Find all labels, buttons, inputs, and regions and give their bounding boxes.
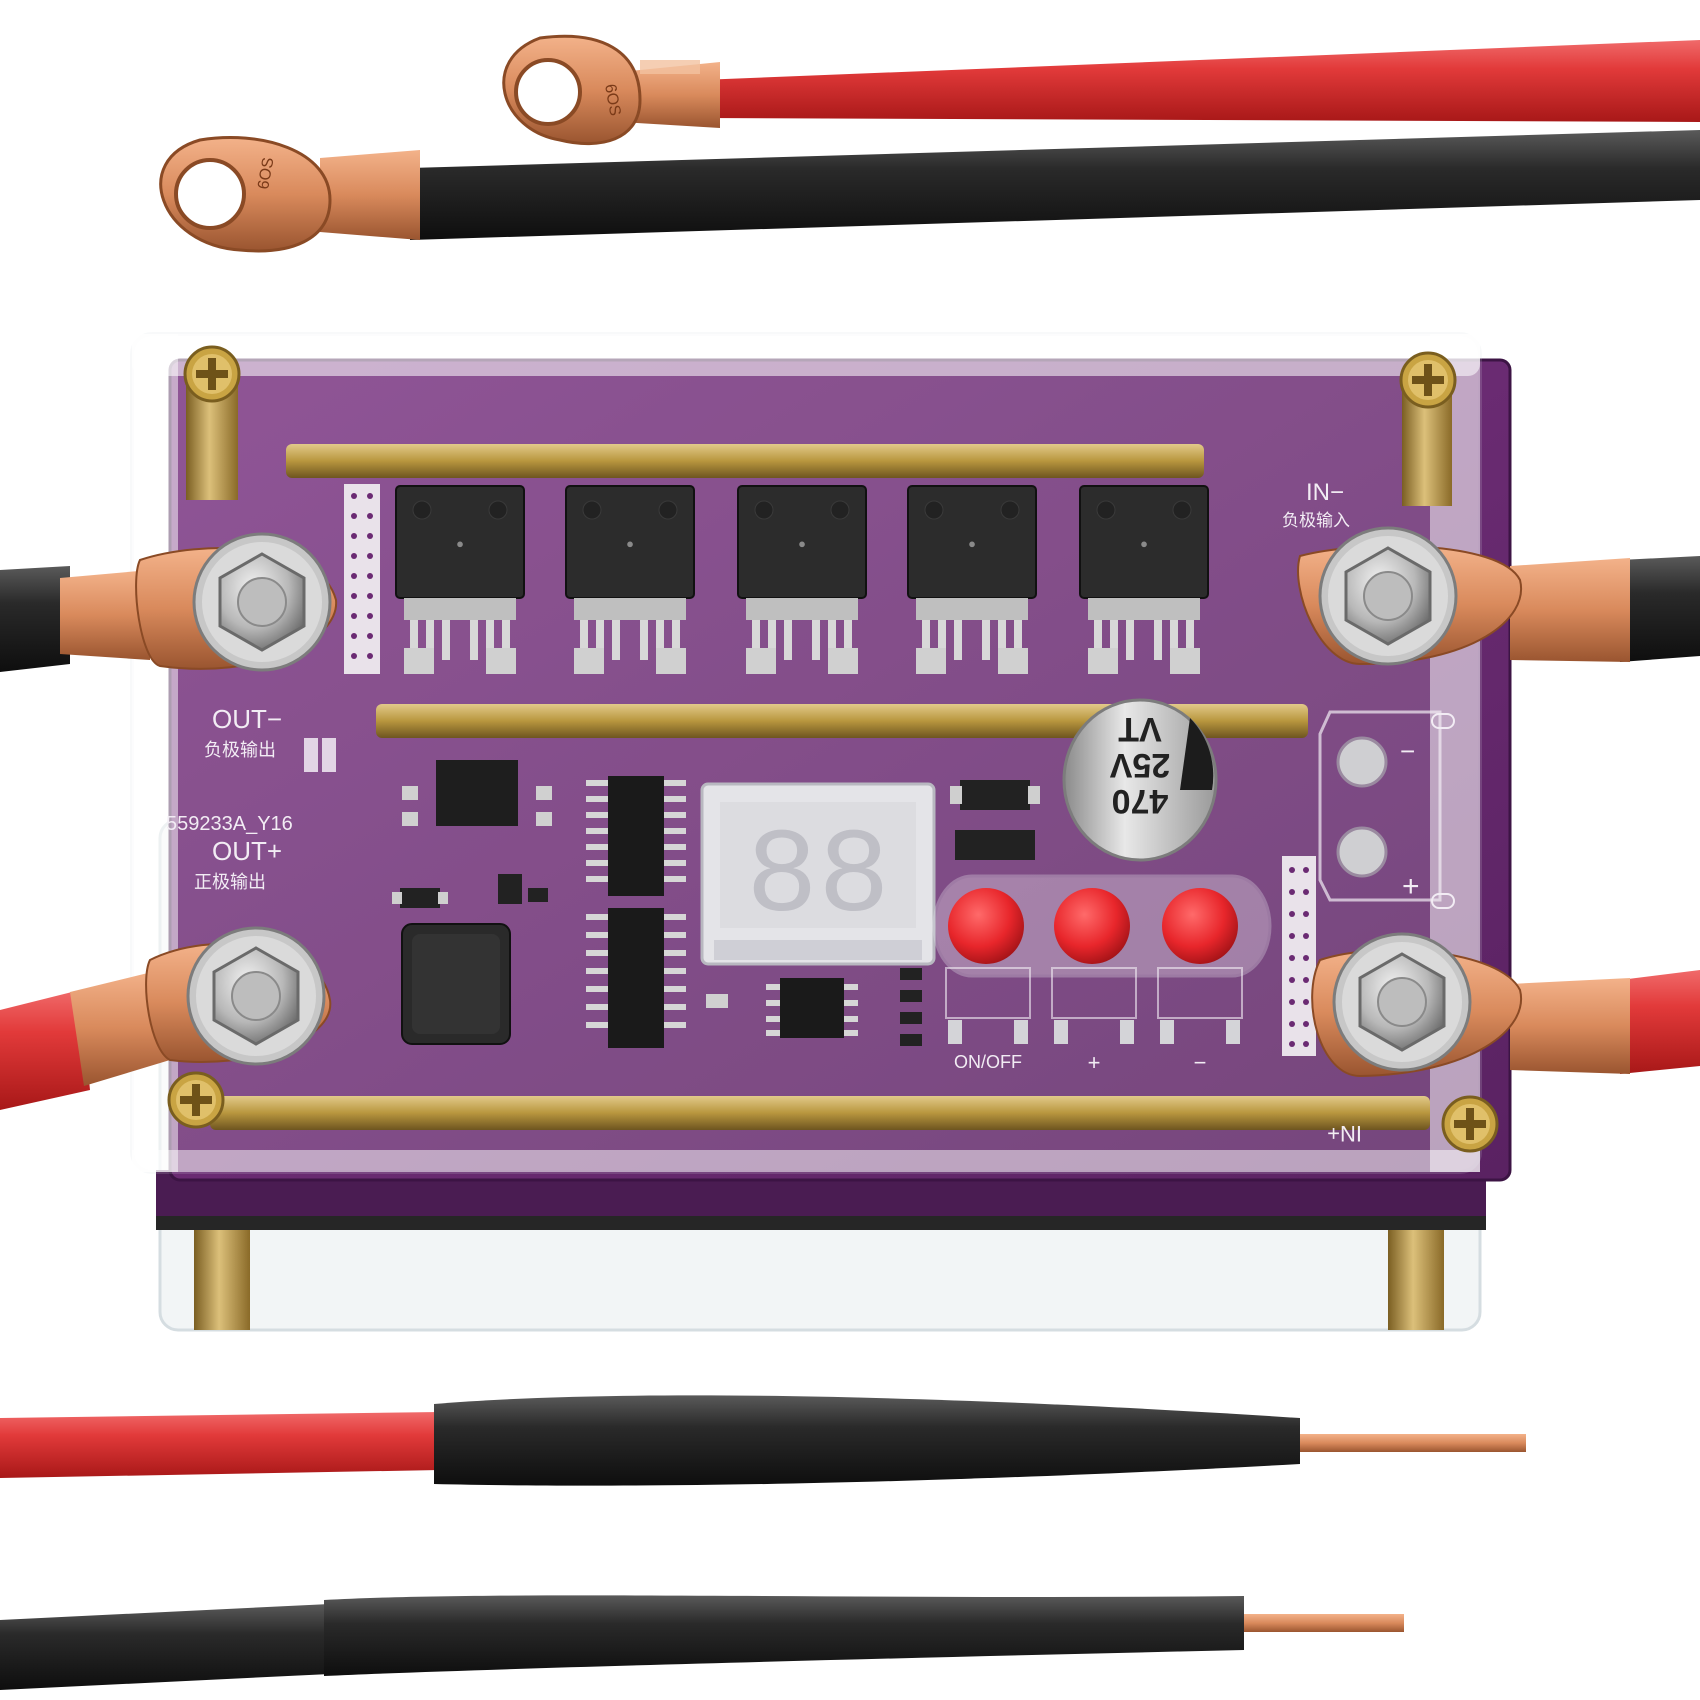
- label-out-plus-cn: 正极输出: [194, 872, 266, 893]
- pad-plus-sign: +: [1402, 870, 1420, 903]
- display-digits: 88: [746, 811, 890, 947]
- label-out-minus: OUT−: [212, 704, 282, 734]
- inductor: [401, 923, 511, 1045]
- brass-rod-middle: [376, 704, 1308, 738]
- smd-components: [392, 780, 1040, 1046]
- label-in-minus-cn: 负极输入: [1282, 511, 1350, 531]
- lug-stamp: 6OS: [601, 83, 623, 117]
- ic-soic-1: [586, 776, 686, 896]
- terminal-out-minus: [0, 532, 338, 672]
- label-btn-minus: −: [1194, 1050, 1207, 1075]
- cap-voltage: 25V: [1109, 746, 1170, 784]
- cap-brand: VT: [1118, 710, 1162, 748]
- bottom-black-pen: [0, 1595, 1404, 1690]
- top-black-ring-lug: 6OS: [159, 136, 332, 253]
- top-red-cable: [620, 40, 1700, 128]
- welder-board-assembly: OUT− 负极输出 559233A_Y16 OUT+ 正极输出 IN− 负极输入…: [0, 332, 1700, 1332]
- cap-value: 470: [1112, 782, 1169, 820]
- ic-soic-2: [586, 908, 686, 1048]
- terminal-in-minus: [1297, 526, 1700, 666]
- brass-rod-bottom: [210, 1096, 1430, 1130]
- corner-screw-bl: [167, 1071, 225, 1129]
- pad-minus-sign: −: [1400, 736, 1415, 766]
- pin-header-right: [1282, 856, 1316, 1056]
- brass-rod-top: [286, 444, 1204, 478]
- terminal-out-plus: [0, 926, 332, 1110]
- label-in-minus: IN−: [1306, 479, 1344, 506]
- corner-screw-tr: [1399, 351, 1457, 506]
- plus-button[interactable]: [1054, 888, 1130, 964]
- label-in-plus: IN+: [1327, 1121, 1362, 1146]
- on-off-button[interactable]: [948, 888, 1024, 964]
- lug-stamp-2: 6OS: [255, 156, 277, 190]
- terminal-in-plus: [1311, 932, 1700, 1078]
- label-out-minus-cn: 负极输出: [204, 740, 276, 761]
- top-red-ring-lug: 6OS: [502, 34, 642, 146]
- label-btn-plus: +: [1088, 1050, 1101, 1075]
- corner-screw-tl: [183, 345, 241, 500]
- corner-screw-br: [1441, 1095, 1499, 1153]
- label-on-off: ON/OFF: [954, 1052, 1022, 1072]
- optocoupler-chip: [402, 760, 552, 826]
- minus-button[interactable]: [1162, 888, 1238, 964]
- ic-small: [766, 978, 858, 1038]
- power-pads: − +: [1318, 710, 1455, 909]
- seven-segment-display: 88: [700, 782, 936, 966]
- label-model: 559233A_Y16: [166, 813, 293, 835]
- button-pads: [945, 967, 1243, 1044]
- bottom-red-pen: [0, 1395, 1526, 1486]
- top-black-cable: [320, 130, 1700, 240]
- pin-header-left: [344, 484, 380, 674]
- label-out-plus: OUT+: [212, 836, 282, 866]
- electrolytic-capacitor: VT 25V 470: [1062, 698, 1218, 862]
